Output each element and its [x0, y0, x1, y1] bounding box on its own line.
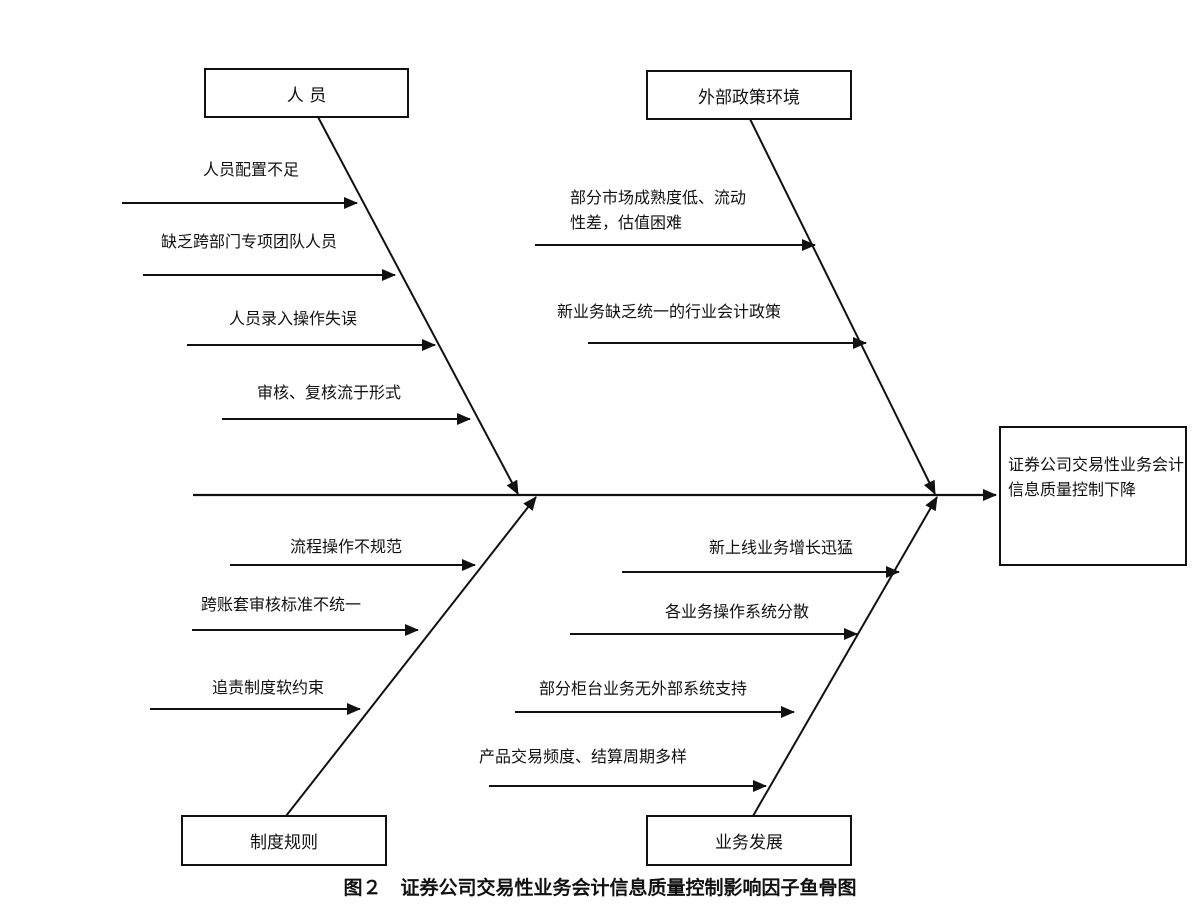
effect-box	[999, 426, 1187, 566]
cause-label: 审核、复核流于形式	[257, 383, 402, 402]
cause-label: 缺乏跨部门专项团队人员	[161, 232, 338, 251]
category-box-personnel	[204, 68, 409, 118]
cause-label: 各业务操作系统分散	[665, 602, 810, 621]
effect-label: 证券公司交易性业务会计信息质量控制下降	[1008, 455, 1185, 499]
cause-label: 人员配置不足	[203, 160, 300, 179]
category-label-external-policy: 外部政策环境	[698, 87, 800, 108]
cause-label-line: 性差，估值困难	[570, 213, 683, 232]
cause-label: 追责制度软约束	[212, 678, 325, 697]
bone-business-development	[752, 496, 938, 817]
bone-rules	[285, 496, 537, 817]
cause-label-line: 部分市场成熟度低、流动	[570, 188, 747, 207]
cause-label: 人员录入操作失误	[229, 309, 358, 328]
category-box-business-development	[646, 815, 852, 866]
cause-label: 产品交易频度、结算周期多样	[479, 747, 688, 766]
category-box-rules	[181, 815, 387, 866]
bone-external-policy	[749, 118, 936, 495]
bone-personnel	[317, 116, 519, 495]
cause-label: 新上线业务增长迅猛	[709, 538, 854, 557]
category-label-business-development: 业务发展	[715, 833, 783, 853]
figure-caption: 图２ 证券公司交易性业务会计信息质量控制影响因子鱼骨图	[343, 877, 857, 899]
category-label-rules: 制度规则	[250, 833, 318, 853]
cause-label: 流程操作不规范	[290, 537, 403, 556]
cause-label: 新业务缺乏统一的行业会计政策	[557, 302, 782, 321]
cause-label: 部分柜台业务无外部系统支持	[539, 679, 748, 698]
category-box-external-policy	[646, 70, 852, 120]
cause-label: 跨账套审核标准不统一	[201, 595, 362, 614]
category-label-personnel: 人 员	[286, 85, 327, 106]
